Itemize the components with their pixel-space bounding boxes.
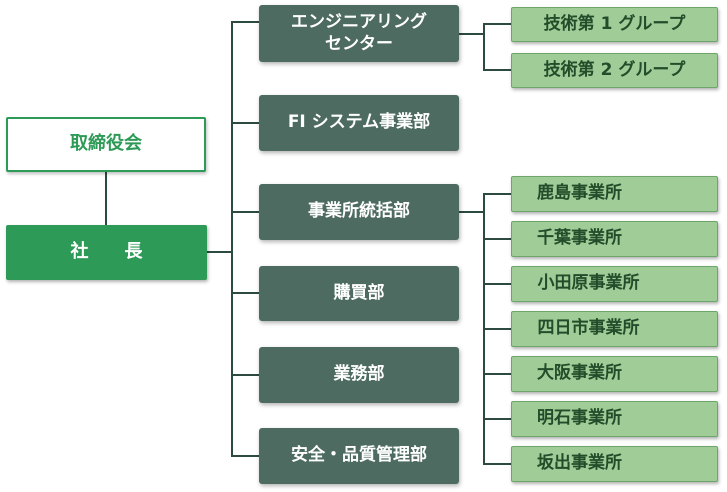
connector-branch-office-3 [483, 283, 511, 285]
connector-branch-group-2 [483, 69, 511, 71]
connector-engineering-trunk [483, 23, 485, 71]
office-kashima: 鹿島事業所 [511, 176, 718, 212]
dept-office-control: 事業所統括部 [259, 184, 459, 240]
group-tech-1: 技術第 1 グループ [511, 7, 718, 42]
office-osaka: 大阪事業所 [511, 356, 718, 392]
connector-branch-office-7 [483, 463, 511, 465]
dept-safety-quality: 安全・品質管理部 [259, 428, 459, 484]
connector-branch-office-2 [483, 238, 511, 240]
connector-branch-office-4 [483, 328, 511, 330]
dept-engineering-center: エンジニアリング センター [259, 5, 459, 62]
office-osaka-label: 大阪事業所 [537, 363, 622, 384]
connector-branch-dept-3 [231, 211, 259, 213]
group-tech-2: 技術第 2 グループ [511, 53, 718, 88]
connector-trunk [231, 21, 233, 456]
connector-branch-dept-2 [231, 122, 259, 124]
connector-branch-group-1 [483, 23, 511, 25]
dept-engineering-center-label: エンジニアリング センター [291, 12, 427, 54]
group-tech-1-label: 技術第 1 グループ [543, 13, 686, 34]
connector-branch-dept-6 [231, 455, 259, 457]
connector-branch-dept-4 [231, 292, 259, 294]
connector-branch-dept-5 [231, 374, 259, 376]
dept-office-control-label: 事業所統括部 [308, 201, 410, 222]
office-kashima-label: 鹿島事業所 [537, 183, 622, 204]
connector-branch-office-1 [483, 193, 511, 195]
board-of-directors-box: 取締役会 [6, 117, 206, 172]
office-odawara: 小田原事業所 [511, 266, 718, 302]
connector-branch-office-6 [483, 418, 511, 420]
connector-president-trunk [207, 251, 233, 253]
office-odawara-label: 小田原事業所 [537, 273, 640, 294]
connector-offices-out [459, 211, 485, 213]
president-box: 社 長 [6, 225, 207, 280]
dept-fi-systems: FI システム事業部 [259, 95, 459, 151]
office-yokkaichi-label: 四日市事業所 [537, 318, 640, 339]
office-akashi: 明石事業所 [511, 401, 718, 437]
office-akashi-label: 明石事業所 [537, 408, 622, 429]
dept-operations-label: 業務部 [333, 364, 385, 385]
dept-safety-quality-label: 安全・品質管理部 [291, 445, 427, 466]
president-label: 社 長 [70, 241, 143, 263]
office-chiba-label: 千葉事業所 [537, 228, 622, 249]
board-of-directors-label: 取締役会 [70, 133, 142, 155]
office-sakaide: 坂出事業所 [511, 446, 718, 482]
connector-branch-office-5 [483, 373, 511, 375]
group-tech-2-label: 技術第 2 グループ [543, 59, 686, 80]
connector-engineering-out [459, 33, 485, 35]
dept-purchasing-label: 購買部 [333, 282, 385, 303]
dept-operations: 業務部 [259, 347, 459, 403]
connector-board-president [105, 171, 107, 225]
office-sakaide-label: 坂出事業所 [537, 453, 622, 474]
office-yokkaichi: 四日市事業所 [511, 311, 718, 347]
office-chiba: 千葉事業所 [511, 221, 718, 257]
dept-purchasing: 購買部 [259, 266, 459, 321]
connector-branch-dept-1 [231, 21, 259, 23]
dept-fi-systems-label: FI システム事業部 [287, 112, 431, 133]
